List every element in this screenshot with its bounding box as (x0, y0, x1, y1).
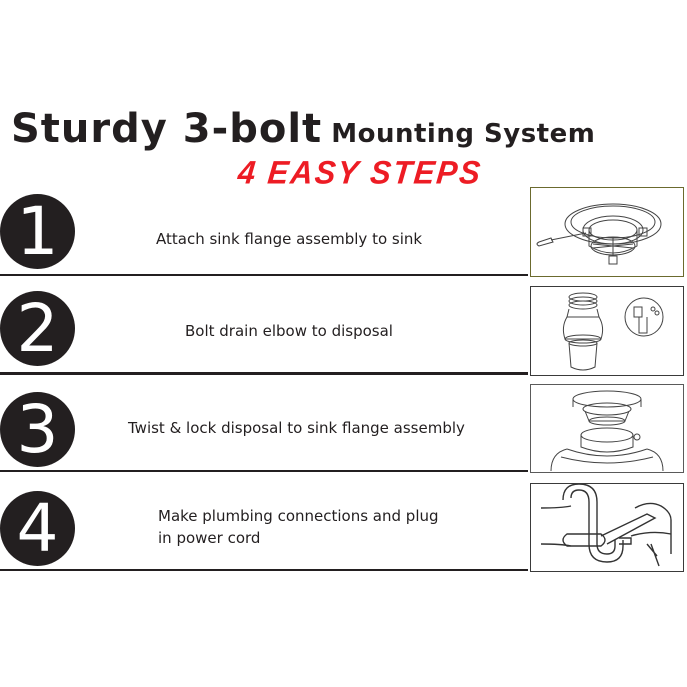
step-number-badge: 4 (0, 491, 75, 566)
step-text: Twist & lock disposal to sink flange ass… (128, 419, 465, 437)
title-secondary: Mounting System (331, 119, 596, 149)
step-text-line2: in power cord (158, 529, 261, 547)
step-4: 4 Make plumbing connections and plug in … (0, 483, 687, 581)
step-text: Bolt drain elbow to disposal (185, 322, 393, 340)
step-text: Make plumbing connections and plug in po… (158, 505, 439, 549)
disposal-unit-elbow-icon (530, 286, 684, 376)
p-trap-wrench-icon (530, 483, 684, 572)
step-text: Attach sink flange assembly to sink (156, 230, 423, 248)
divider (0, 274, 528, 276)
step-2: 2 Bolt drain elbow to disposal (0, 286, 687, 384)
twist-lock-mount-icon (530, 384, 684, 473)
step-number-badge: 2 (0, 291, 75, 366)
step-number-badge: 1 (0, 194, 75, 269)
page-title: Sturdy 3-bolt Mounting System (11, 106, 595, 152)
step-1: 1 Attach sink flange assembly to sink (0, 187, 687, 285)
divider (0, 569, 528, 571)
step-number-badge: 3 (0, 392, 75, 467)
title-main: Sturdy 3-bolt (11, 106, 323, 152)
divider (0, 372, 528, 375)
step-text-line1: Make plumbing connections and plug (158, 507, 439, 525)
step-3: 3 Twist & lock disposal to sink flange a… (0, 384, 687, 482)
sink-flange-screwdriver-icon (530, 187, 684, 277)
divider (0, 470, 528, 472)
